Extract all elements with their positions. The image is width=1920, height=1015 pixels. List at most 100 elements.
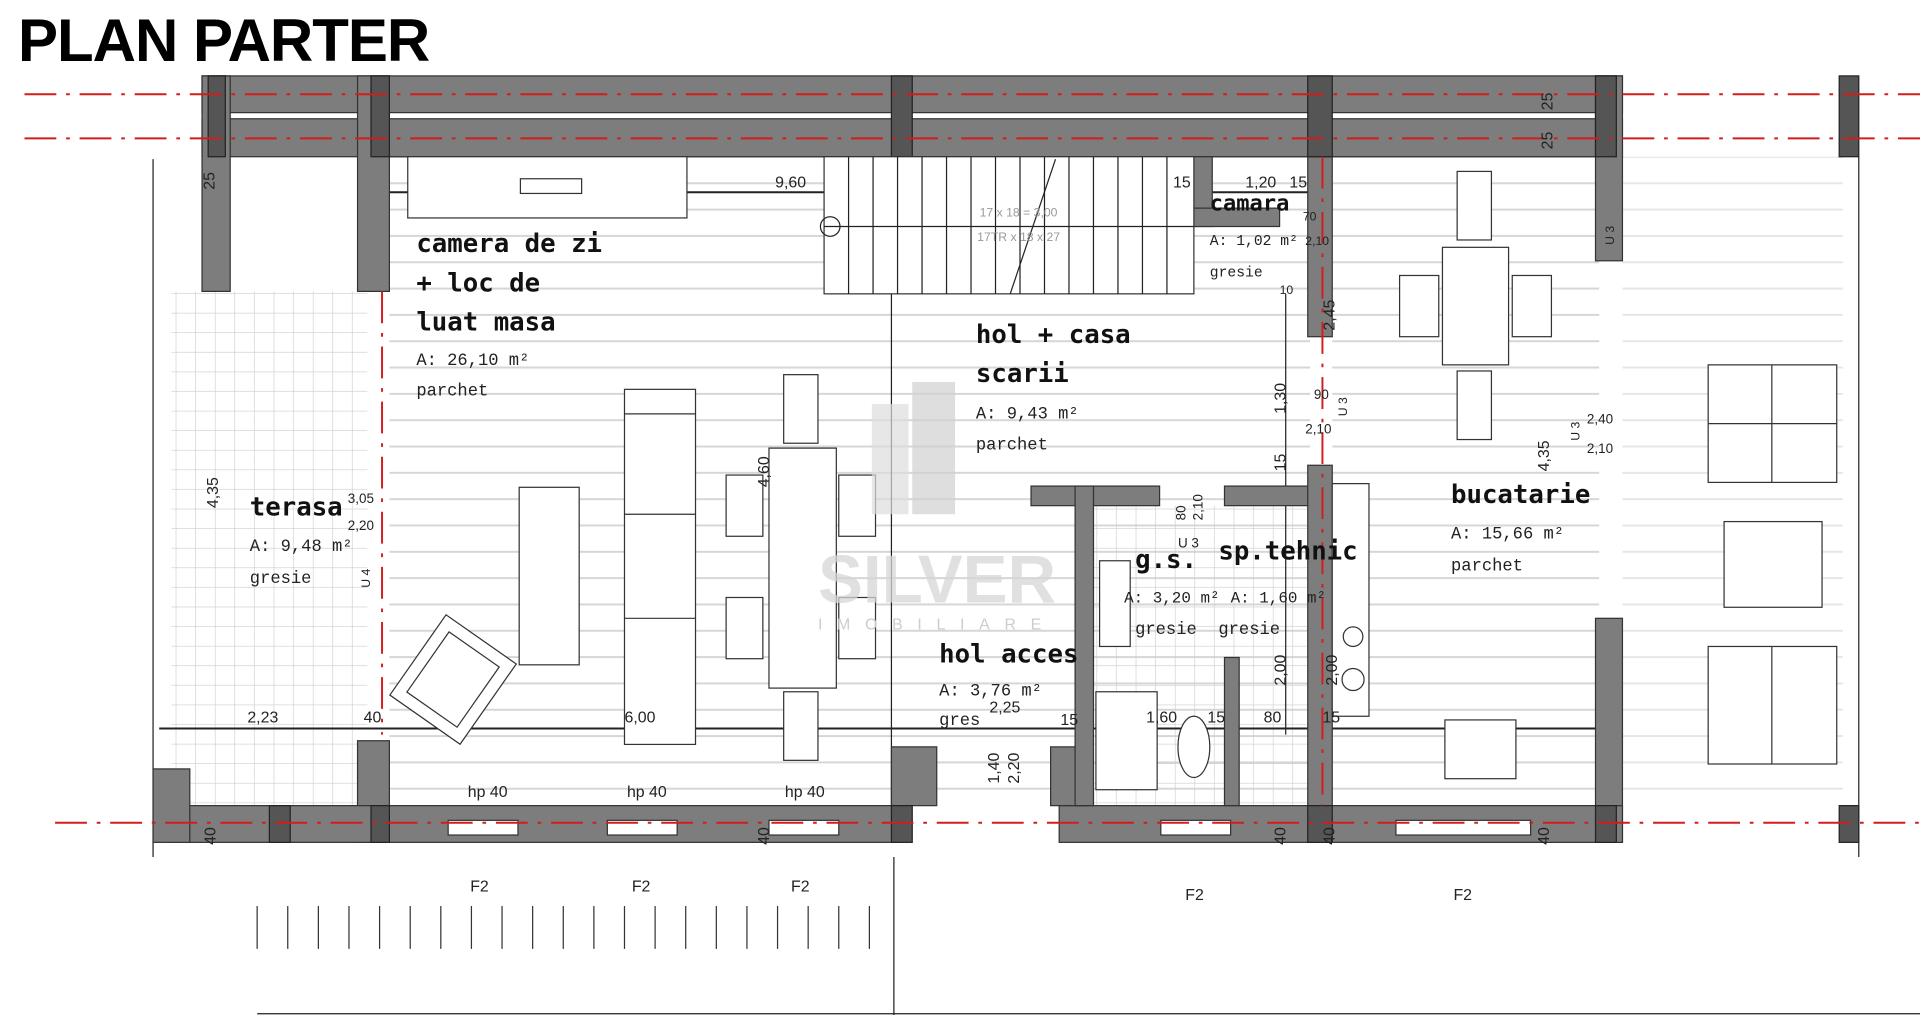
room-floor: gresie [1135, 621, 1197, 640]
room-area: A: 3,20 m² [1124, 589, 1219, 607]
dimension: 2,40 [1587, 412, 1613, 427]
room-terasa[interactable]: terasa A: 9,48 m² gresie [250, 492, 353, 588]
page-title: PLAN PARTER [18, 7, 430, 74]
room-bucatarie[interactable]: bucatarie A: 15,66 m² parchet [1451, 480, 1590, 576]
furniture [389, 156, 1838, 791]
dimension: 2,45 [1322, 299, 1339, 330]
room-floor: gresie [1218, 621, 1280, 640]
dimension: 6,00 [624, 709, 655, 726]
room-area: A: 26,10 m² [416, 352, 529, 371]
dimension: U 3 [1336, 397, 1350, 416]
dimension: 40 [1536, 827, 1553, 845]
axis-lines [24, 93, 1920, 824]
dimension: 10 [1280, 283, 1294, 297]
staircase[interactable]: 17 x 18 = 3,00 17TR x 18 x 27 [819, 156, 1195, 295]
shower [1095, 691, 1158, 791]
dimension: 40 [756, 827, 773, 845]
window-labels: hp 40 hp 40 hp 40 F2 F2 F2 F2 F2 [468, 784, 1472, 904]
dimension: 2,00 [1324, 655, 1341, 686]
room-floor: gresie [1210, 266, 1263, 282]
room-name: luat masa [416, 308, 555, 338]
room-hol-casa-scarii[interactable]: hol + casa scarii A: 9,43 m² parchet [976, 320, 1131, 456]
dimension: 15 [1173, 174, 1191, 191]
room-name: bucatarie [1451, 480, 1590, 510]
dimension: U 3 [1178, 535, 1199, 550]
dimension: 1,40 [986, 752, 1003, 783]
dimension: 2,10 [1190, 494, 1205, 520]
sink [1444, 719, 1517, 780]
dimension: 15 [1289, 174, 1307, 191]
room-name: camara [1210, 192, 1290, 217]
dimension: 2,10 [1305, 421, 1331, 436]
dimension: 1,60 [1146, 709, 1177, 726]
window-type: F2 [632, 878, 651, 895]
fence-posts [256, 906, 870, 949]
dimension: 2,23 [247, 709, 278, 726]
dimension: 3,05 [348, 491, 374, 506]
dimension: 4,35 [1536, 440, 1553, 471]
dimension: 1,30 [1273, 383, 1290, 414]
dimension-labels: 9,60 1,20 15 15 70 2,10 10 2,45 1,30 90 … [201, 92, 1617, 844]
window-type: F2 [1185, 887, 1204, 904]
dimension: 1,20 [1245, 174, 1276, 191]
room-sp-tehnic[interactable]: sp.tehnic A: 1,60 m² gresie [1218, 537, 1357, 641]
toilet [1177, 715, 1211, 779]
floor-terrace [171, 291, 368, 806]
room-area: A: 1,60 m² [1231, 589, 1326, 607]
room-name: g.s. [1135, 545, 1197, 575]
dimension: 15 [1322, 709, 1340, 726]
parapet-height: hp 40 [785, 784, 825, 801]
dimension: 25 [201, 172, 218, 190]
room-floor: gresie [250, 570, 312, 589]
dimension: 80 [1264, 709, 1282, 726]
dimension: 4,35 [205, 477, 222, 508]
room-camara[interactable]: camara A: 1,02 m² gresie [1210, 192, 1298, 282]
sofa [623, 388, 697, 746]
room-area: A: 15,66 m² [1451, 526, 1564, 545]
dimension: 15 [1273, 454, 1290, 472]
dimension: U 3 [1569, 422, 1583, 441]
dimension: 70 [1303, 209, 1317, 223]
room-name: terasa [250, 492, 343, 522]
window-type: F2 [791, 878, 810, 895]
room-name: + loc de [416, 268, 540, 298]
room-camera-de-zi[interactable]: camera de zi + loc de luat masa A: 26,10… [416, 229, 602, 401]
room-floor: parchet [976, 436, 1048, 455]
room-name: hol acces [939, 639, 1078, 669]
room-name: hol + casa [976, 320, 1131, 350]
room-floor: parchet [416, 382, 488, 401]
room-gs[interactable]: g.s. A: 3,20 m² gresie [1124, 545, 1219, 640]
dimension: 15 [1060, 712, 1078, 729]
dimension: 4,60 [756, 456, 773, 487]
room-name: camera de zi [416, 229, 602, 259]
dimension: U 3 [1603, 226, 1617, 245]
dimension: 40 [364, 709, 382, 726]
coffee-table [518, 486, 580, 666]
room-name: sp.tehnic [1218, 537, 1357, 567]
dimension: 25 [1540, 132, 1557, 150]
window-type: F2 [470, 878, 489, 895]
watermark-logo: SILVER IMOBILIARE [818, 382, 1056, 633]
dimension: 80 [1173, 505, 1188, 520]
window-type: F2 [1453, 887, 1472, 904]
room-name: scarii [976, 359, 1069, 389]
room-area: A: 3,76 m² [939, 682, 1042, 701]
svg-text:IMOBILIARE: IMOBILIARE [818, 616, 1056, 633]
dimension: 40 [1273, 827, 1290, 845]
dimension: 2,10 [1587, 441, 1613, 456]
dining-table [768, 447, 837, 689]
room-area: A: 9,43 m² [976, 406, 1079, 425]
parapet-height: hp 40 [468, 784, 508, 801]
dimension: 2,10 [1305, 234, 1329, 248]
kitchen-table [1441, 246, 1510, 366]
room-area: A: 1,02 m² [1210, 234, 1298, 250]
svg-text:SILVER: SILVER [818, 542, 1056, 617]
dimension: 90 [1314, 387, 1329, 402]
columns [207, 75, 1860, 843]
dimension: U 4 [359, 568, 373, 587]
windows [447, 819, 1532, 836]
room-hol-acces[interactable]: hol acces A: 3,76 m² gres [939, 639, 1078, 730]
dimension: 40 [1322, 827, 1339, 845]
room-floor: gres [939, 712, 980, 731]
